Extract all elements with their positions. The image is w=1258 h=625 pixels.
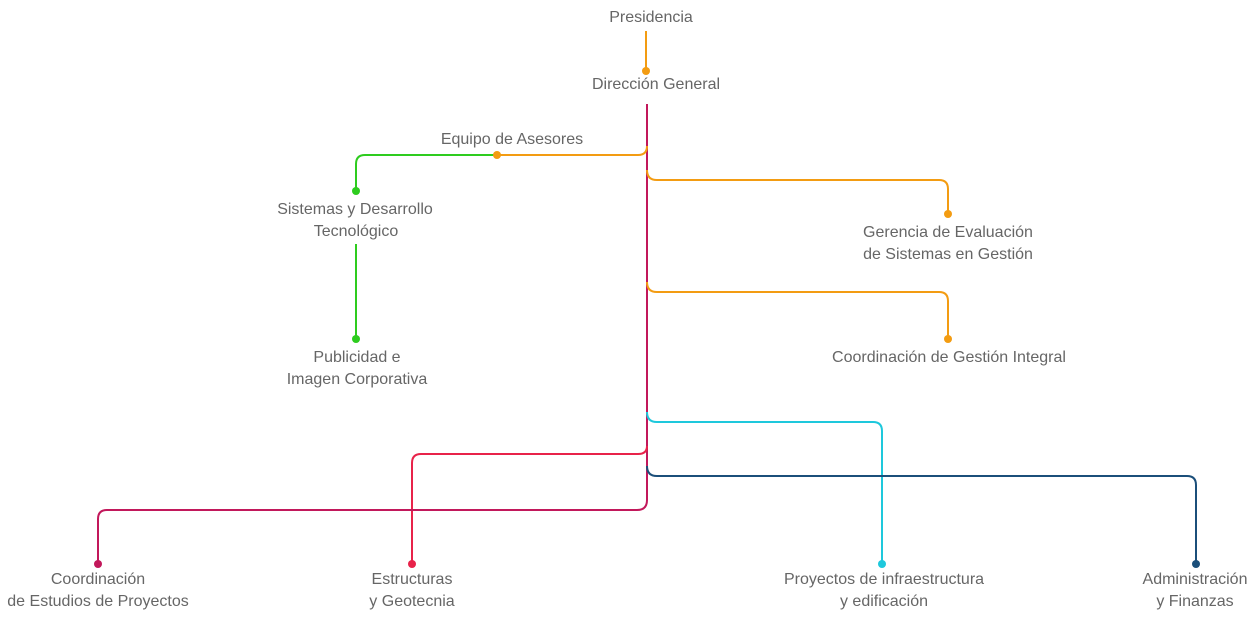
connector-coordinacion-estudios bbox=[97, 499, 648, 564]
node-coordinacion-gestion: Coordinación de Gestión Integral bbox=[832, 349, 1066, 366]
node-sistemas-desarrollo-line2: Tecnológico bbox=[314, 223, 399, 240]
dot-publicidad bbox=[352, 335, 360, 343]
node-administracion-line2: y Finanzas bbox=[1156, 593, 1233, 610]
connector-coordinacion-gestion bbox=[646, 281, 949, 339]
node-administracion-line1: Administración bbox=[1143, 571, 1248, 588]
dot-sistemas-desarrollo bbox=[352, 187, 360, 195]
dot-gerencia-evaluacion bbox=[944, 210, 952, 218]
connector-sistemas-desarrollo bbox=[355, 154, 497, 191]
connector-estructuras bbox=[411, 445, 648, 564]
node-proyectos-infra-line2: y edificación bbox=[840, 593, 928, 610]
node-direccion-general: Dirección General bbox=[592, 76, 720, 93]
node-gerencia-evaluacion-line2: de Sistemas en Gestión bbox=[863, 246, 1033, 263]
dot-estructuras bbox=[408, 560, 416, 568]
node-publicidad-line2: Imagen Corporativa bbox=[287, 371, 428, 388]
node-gerencia-evaluacion: Gerencia de Evaluación de Sistemas en Ge… bbox=[863, 224, 1033, 263]
node-publicidad: Publicidad e Imagen Corporativa bbox=[287, 349, 428, 388]
node-estructuras-line1: Estructuras bbox=[372, 571, 453, 588]
node-sistemas-desarrollo: Sistemas y Desarrollo Tecnológico bbox=[277, 201, 433, 240]
node-coordinacion-estudios-line2: de Estudios de Proyectos bbox=[7, 593, 188, 610]
node-gerencia-evaluacion-line1: Gerencia de Evaluación bbox=[863, 224, 1033, 241]
node-sistemas-desarrollo-line1: Sistemas y Desarrollo bbox=[277, 201, 433, 218]
dot-equipo-asesores bbox=[493, 151, 501, 159]
dot-proyectos-infra bbox=[878, 560, 886, 568]
node-equipo-asesores: Equipo de Asesores bbox=[441, 131, 583, 148]
node-proyectos-infra: Proyectos de infraestructura y edificaci… bbox=[784, 571, 984, 610]
connector-equipo-asesores bbox=[497, 145, 648, 156]
node-estructuras: Estructuras y Geotecnia bbox=[369, 571, 454, 610]
node-administracion: Administración y Finanzas bbox=[1143, 571, 1248, 610]
connector-gerencia-evaluacion bbox=[646, 169, 949, 214]
node-publicidad-line1: Publicidad e bbox=[313, 349, 400, 366]
connector-administracion bbox=[646, 465, 1197, 564]
dot-direccion-general bbox=[642, 67, 650, 75]
node-estructuras-line2: y Geotecnia bbox=[369, 593, 454, 610]
connector-proyectos-infra bbox=[646, 411, 883, 564]
node-proyectos-infra-line1: Proyectos de infraestructura bbox=[784, 571, 984, 588]
node-coordinacion-estudios-line1: Coordinación bbox=[51, 571, 145, 588]
node-coordinacion-estudios: Coordinación de Estudios de Proyectos bbox=[7, 571, 188, 610]
dot-coordinacion-gestion bbox=[944, 335, 952, 343]
dot-administracion bbox=[1192, 560, 1200, 568]
dot-coordinacion-estudios bbox=[94, 560, 102, 568]
node-presidencia: Presidencia bbox=[609, 9, 693, 26]
